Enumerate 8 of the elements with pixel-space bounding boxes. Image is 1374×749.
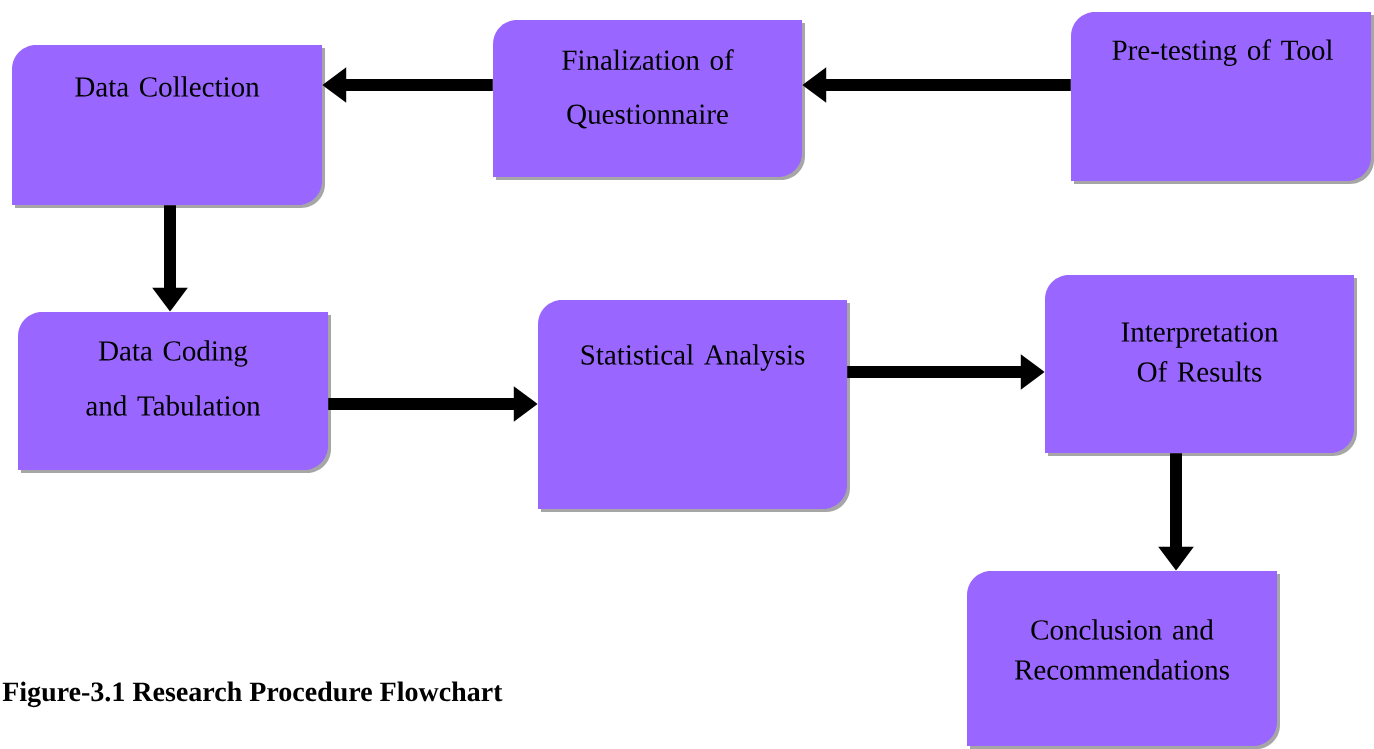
- figure-caption: Figure-3.1 Research Procedure Flowchart: [2, 681, 503, 708]
- process-box: Pre-testing of Tool: [1071, 12, 1374, 184]
- process-box: Interpretation Of Results: [1045, 275, 1357, 456]
- process-box: Finalization of Questionnaire: [493, 20, 805, 180]
- process-box: Data Coding and Tabulation: [18, 312, 331, 473]
- process-box: Conclusion and Recommendations: [967, 571, 1280, 749]
- process-box: Statistical Analysis: [538, 300, 850, 512]
- process-box: Data Collection: [12, 45, 325, 208]
